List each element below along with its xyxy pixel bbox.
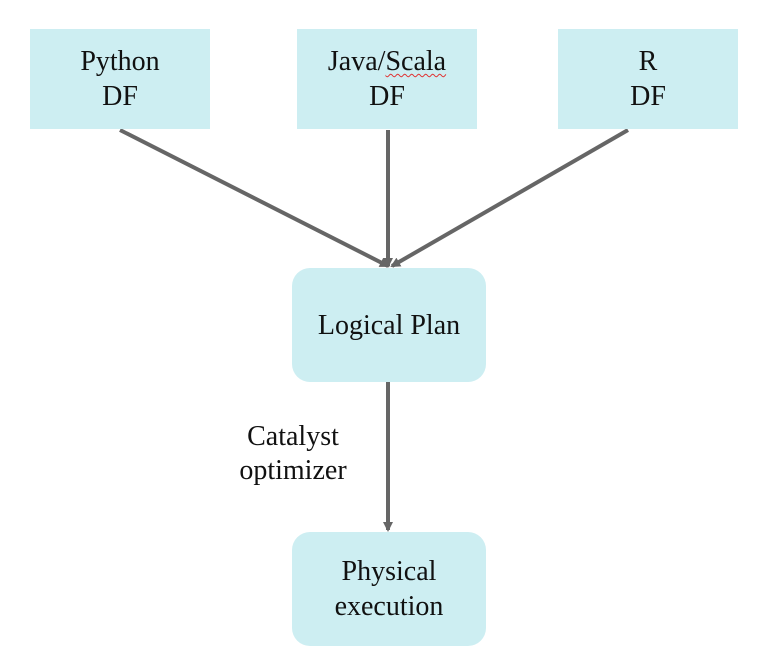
scala-word: Scala — [385, 46, 447, 77]
logical-plan-label: Logical Plan — [317, 309, 461, 341]
physical-execution-line1: Physical — [341, 556, 437, 587]
r-df-line1: R — [638, 46, 658, 77]
java-scala-df-box: Java/Scala DF — [297, 29, 477, 129]
physical-execution-box: Physical execution — [292, 532, 486, 646]
python-df-box: Python DF — [30, 29, 210, 129]
java-scala-df-line2: DF — [369, 81, 405, 112]
python-df-line2: DF — [102, 81, 138, 112]
python-df-line1: Python — [80, 46, 160, 77]
logical-plan-box: Logical Plan — [292, 268, 486, 382]
catalyst-optimizer-label: Catalyst optimizer — [218, 420, 368, 487]
java-prefix: Java/ — [327, 46, 386, 77]
catalyst-line1: Catalyst — [247, 421, 339, 452]
arrow-r-to-logical — [390, 128, 629, 268]
arrow-python-to-logical — [119, 128, 390, 268]
r-df-box: R DF — [558, 29, 738, 129]
java-scala-df-line1: Java/Scala — [328, 44, 446, 79]
r-df-line2: DF — [630, 81, 666, 112]
catalyst-line2: optimizer — [239, 454, 347, 486]
physical-execution-line2: execution — [334, 591, 444, 622]
